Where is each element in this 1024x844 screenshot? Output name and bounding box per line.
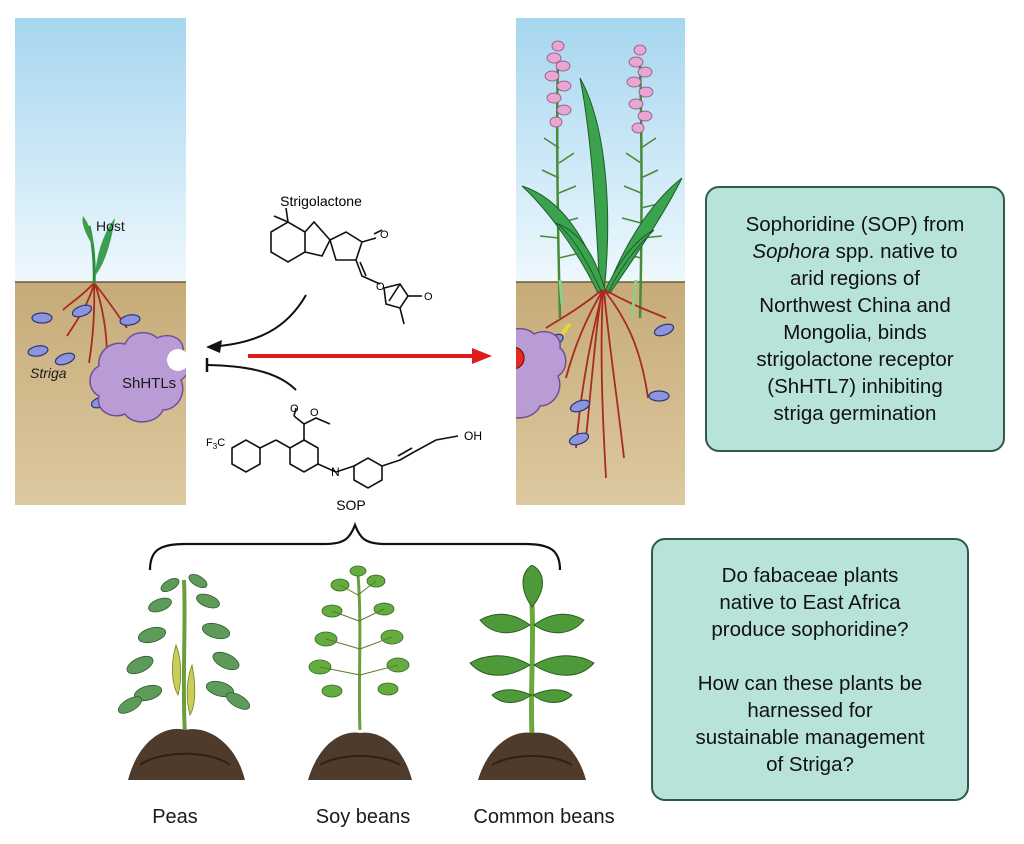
receptor-label: ShHTLs [122, 375, 177, 392]
question-line: native to East Africa [719, 590, 901, 614]
question-line: produce sophoridine? [711, 617, 909, 641]
o-atom-label: O [424, 291, 433, 303]
germination-sprout [560, 322, 572, 336]
o-atom-label: O [290, 403, 299, 415]
plant-label-common-beans: Common beans [473, 806, 615, 828]
curly-brace [148, 521, 562, 571]
sop-structure [231, 407, 459, 489]
sop-label: SOP [336, 497, 366, 513]
question-line: of Striga? [766, 752, 854, 776]
info-line-part: spp. native to [829, 240, 958, 263]
soybean-plant [308, 565, 412, 780]
haustoria [558, 279, 638, 319]
oh-label: OH [464, 429, 482, 443]
o-atom-label: O [310, 407, 319, 419]
host-label: Host [96, 218, 125, 234]
plant-label-soy-beans: Soy beans [315, 806, 411, 828]
cf3-group: F3C [206, 437, 225, 451]
info-line: arid regions of [790, 267, 920, 290]
striga-flower-stalk [537, 40, 663, 319]
host-roots [545, 289, 667, 479]
plants-row [117, 565, 595, 780]
receptor-bound [516, 327, 567, 419]
pea-plant [117, 573, 251, 780]
sky [15, 18, 186, 282]
sop-inhibition-arrow [207, 364, 297, 391]
sophoridine-info-box: Sophoridine (SOP) from Sophora spp. nati… [705, 186, 1005, 452]
red-arrowhead [472, 348, 492, 364]
strigolactone-label: Strigolactone [280, 193, 362, 209]
arrowhead [206, 340, 222, 353]
host-leaves [521, 77, 683, 294]
right-soil-panel [516, 18, 685, 505]
striga-seeds [27, 304, 141, 409]
host-seedling [82, 216, 115, 287]
info-line: Mongolia, binds [783, 321, 927, 344]
strigolactone-binding-arrow [219, 294, 307, 347]
info-line: Sophora spp. native to [752, 238, 957, 265]
question-line: Do fabaceae plants [721, 563, 899, 587]
info-line: striga germination [773, 402, 937, 425]
question-line: How can these plants be [697, 671, 923, 695]
info-line: Sophoridine (SOP) from [745, 213, 965, 236]
research-questions-box: Do fabaceae plants native to East Africa… [651, 538, 969, 801]
striga-label: Striga [30, 365, 67, 381]
common-bean-plant [469, 565, 595, 780]
question-line: harnessed for [747, 698, 873, 722]
o-atom-label: O [380, 229, 389, 241]
genus-name-italic: Sophora [752, 240, 830, 263]
center-diagram: Strigolactone O O O F3C O O N OH SOP [205, 193, 492, 513]
sop-bound-ligand [516, 346, 525, 370]
info-line: (ShHTL7) inhibiting [767, 375, 943, 398]
strigolactone-structure [270, 207, 422, 325]
n-atom-label: N [331, 465, 340, 479]
left-soil-panel [15, 18, 186, 505]
plant-label-peas: Peas [152, 806, 198, 828]
o-atom-label: O [376, 281, 385, 293]
info-line: Northwest China and [759, 294, 951, 317]
info-line: strigolactone receptor [756, 348, 954, 371]
question-line: sustainable management [695, 725, 925, 749]
receptor-shhtls [89, 331, 186, 423]
